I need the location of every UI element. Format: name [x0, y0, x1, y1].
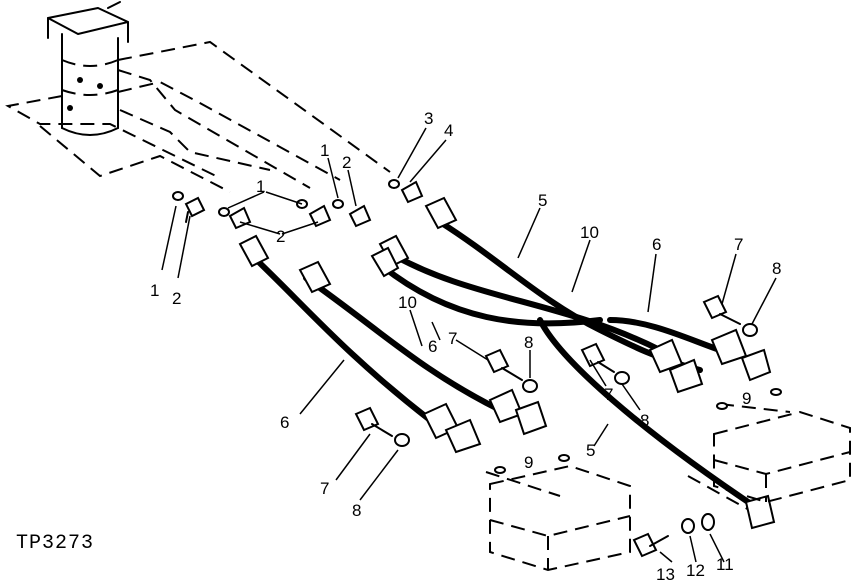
callout-10: 10 — [580, 223, 599, 242]
callout-5: 5 — [586, 441, 595, 460]
callout-4: 4 — [444, 121, 453, 140]
callout-2: 2 — [172, 289, 181, 308]
callout-6: 6 — [652, 235, 661, 254]
callout-3: 3 — [424, 109, 433, 128]
callout-7: 7 — [448, 329, 457, 348]
hose-assemblies — [238, 196, 776, 530]
routing-lines — [5, 40, 791, 517]
leader-lines — [161, 127, 777, 563]
callout-2: 2 — [276, 227, 285, 246]
cap-screws — [354, 294, 758, 558]
callout-8: 8 — [640, 411, 649, 430]
callout-8: 8 — [772, 259, 781, 278]
fitting-group-top — [388, 179, 424, 204]
callout-7: 7 — [320, 479, 329, 498]
o-rings — [494, 388, 782, 474]
split-flanges — [444, 348, 772, 454]
callout-1: 1 — [320, 141, 329, 160]
fitting-group-center-left — [218, 199, 332, 230]
callout-6: 6 — [280, 413, 289, 432]
callout-6: 6 — [428, 337, 437, 356]
callout-12: 12 — [686, 561, 705, 580]
callout-7: 7 — [734, 235, 743, 254]
callout-1: 1 — [256, 177, 265, 196]
callout-11: 11 — [716, 555, 734, 574]
callout-13: 13 — [656, 565, 675, 583]
callout-5: 5 — [538, 191, 547, 210]
motor-block-left — [489, 464, 631, 572]
callout-2: 2 — [342, 153, 351, 172]
swivel-manifold — [47, 1, 129, 136]
callout-9: 9 — [742, 389, 751, 408]
motor-block-right — [713, 410, 851, 504]
callout-10: 10 — [398, 293, 417, 312]
callout-8: 8 — [524, 333, 533, 352]
fitting-group-left — [172, 191, 206, 223]
callout-7: 7 — [604, 385, 613, 404]
fitting-group-center — [332, 199, 372, 228]
callout-1: 1 — [150, 281, 159, 300]
callout-8: 8 — [352, 501, 361, 520]
callout-labels: 1 2 1 2 1 2 3 4 5 10 6 7 8 10 6 7 8 7 8 … — [150, 109, 781, 583]
figure-code: TP3273 — [16, 532, 94, 555]
callout-9: 9 — [524, 453, 533, 472]
